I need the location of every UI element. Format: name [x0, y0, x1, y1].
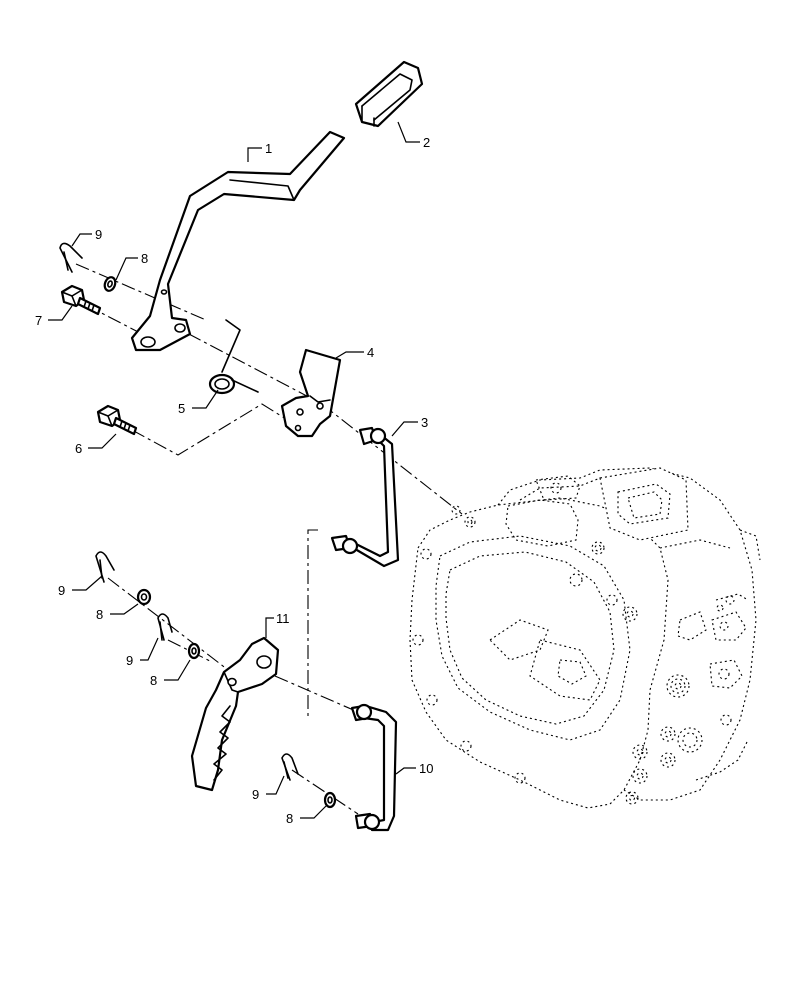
callout-5: 5	[178, 401, 185, 416]
return-spring	[208, 319, 259, 395]
hair-pin-9b	[95, 551, 115, 583]
linkage-rod-10	[350, 703, 398, 832]
flange-bolt-6	[96, 404, 138, 436]
washer-8d	[323, 791, 337, 809]
pivot-bracket	[280, 348, 342, 438]
washer-8a	[103, 276, 117, 292]
callout-labels: 1 2 3 4 5 6 7 8 9 9 8 9 8 11 10 9 8	[35, 135, 433, 826]
callout-2: 2	[423, 135, 430, 150]
callout-8d: 8	[286, 811, 293, 826]
transmission-housing	[409, 467, 761, 809]
flange-bolt-7	[60, 284, 102, 316]
pedal-pad	[354, 60, 424, 128]
hair-pin-9a	[59, 242, 83, 273]
callout-8b: 8	[96, 607, 103, 622]
callout-9c: 9	[126, 653, 133, 668]
hair-pin-9d	[281, 753, 299, 781]
callout-10: 10	[419, 761, 433, 776]
callout-4: 4	[367, 345, 374, 360]
hair-pin-9c	[157, 613, 173, 641]
linkage-rod-3	[330, 426, 400, 568]
callout-6: 6	[75, 441, 82, 456]
leader-lines	[48, 121, 420, 819]
callout-9d: 9	[252, 787, 259, 802]
callout-1: 1	[265, 141, 272, 156]
callout-3: 3	[421, 415, 428, 430]
hand-lever	[190, 636, 280, 792]
washer-8c	[187, 642, 201, 660]
washer-8b	[136, 588, 152, 606]
callout-11: 11	[276, 611, 290, 626]
callout-7: 7	[35, 313, 42, 328]
pedal-lever	[130, 130, 346, 352]
callout-9a: 9	[95, 227, 102, 242]
callout-8a: 8	[141, 251, 148, 266]
callout-8c: 8	[150, 673, 157, 688]
callout-9b: 9	[58, 583, 65, 598]
